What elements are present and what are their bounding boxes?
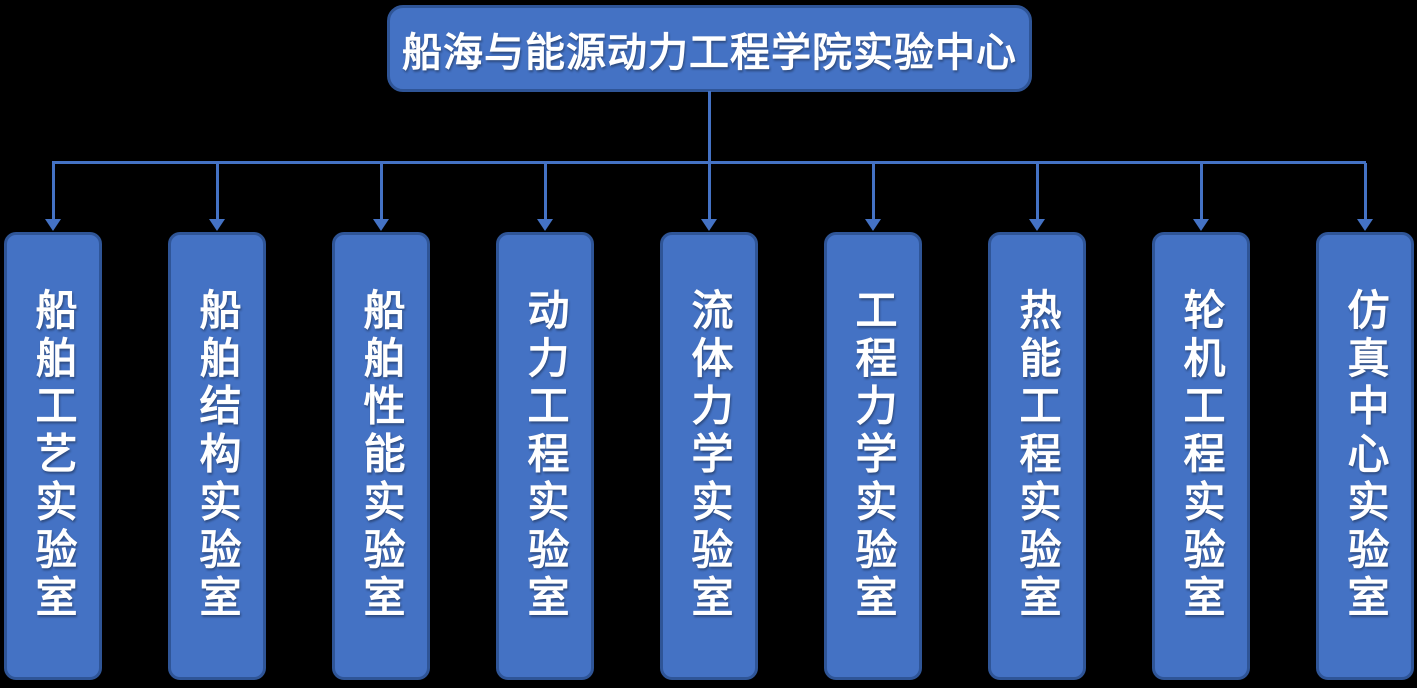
- connector-drop-1: [52, 163, 55, 220]
- org-root-node: 船海与能源动力工程学院实验中心: [387, 5, 1032, 92]
- connector-drop-7: [1036, 163, 1039, 220]
- org-node-label: 船舶性能实验室: [358, 288, 405, 624]
- connector-drop-4: [544, 163, 547, 220]
- org-node-label: 船舶结构实验室: [194, 288, 241, 624]
- connector-drop-6: [872, 163, 875, 220]
- org-node-8: 轮机工程实验室: [1152, 232, 1250, 680]
- connector-drop-9: [1364, 163, 1367, 220]
- org-node-1: 船舶工艺实验室: [4, 232, 102, 680]
- org-node-3: 船舶性能实验室: [332, 232, 430, 680]
- org-node-9: 仿真中心实验室: [1316, 232, 1414, 680]
- arrow-down-icon: [373, 219, 389, 231]
- org-node-5: 流体力学实验室: [660, 232, 758, 680]
- arrow-down-icon: [537, 219, 553, 231]
- arrow-down-icon: [1193, 219, 1209, 231]
- org-node-label: 轮机工程实验室: [1178, 288, 1225, 624]
- connector-drop-5: [708, 163, 711, 220]
- org-node-label: 流体力学实验室: [686, 288, 733, 624]
- org-node-label: 热能工程实验室: [1014, 288, 1061, 624]
- org-node-label: 工程力学实验室: [850, 288, 897, 624]
- org-root-label: 船海与能源动力工程学院实验中心: [402, 30, 1017, 75]
- connector-drop-2: [216, 163, 219, 220]
- org-node-2: 船舶结构实验室: [168, 232, 266, 680]
- arrow-down-icon: [45, 219, 61, 231]
- arrow-down-icon: [1029, 219, 1045, 231]
- org-node-6: 工程力学实验室: [824, 232, 922, 680]
- org-node-4: 动力工程实验室: [496, 232, 594, 680]
- org-node-label: 动力工程实验室: [522, 288, 569, 624]
- org-node-label: 仿真中心实验室: [1342, 288, 1389, 624]
- connector-root-stem: [708, 91, 711, 163]
- arrow-down-icon: [865, 219, 881, 231]
- arrow-down-icon: [1357, 219, 1373, 231]
- org-node-label: 船舶工艺实验室: [30, 288, 77, 624]
- org-node-7: 热能工程实验室: [988, 232, 1086, 680]
- connector-drop-3: [380, 163, 383, 220]
- connector-drop-8: [1200, 163, 1203, 220]
- connector-horizontal-rail: [52, 161, 1366, 164]
- arrow-down-icon: [701, 219, 717, 231]
- arrow-down-icon: [209, 219, 225, 231]
